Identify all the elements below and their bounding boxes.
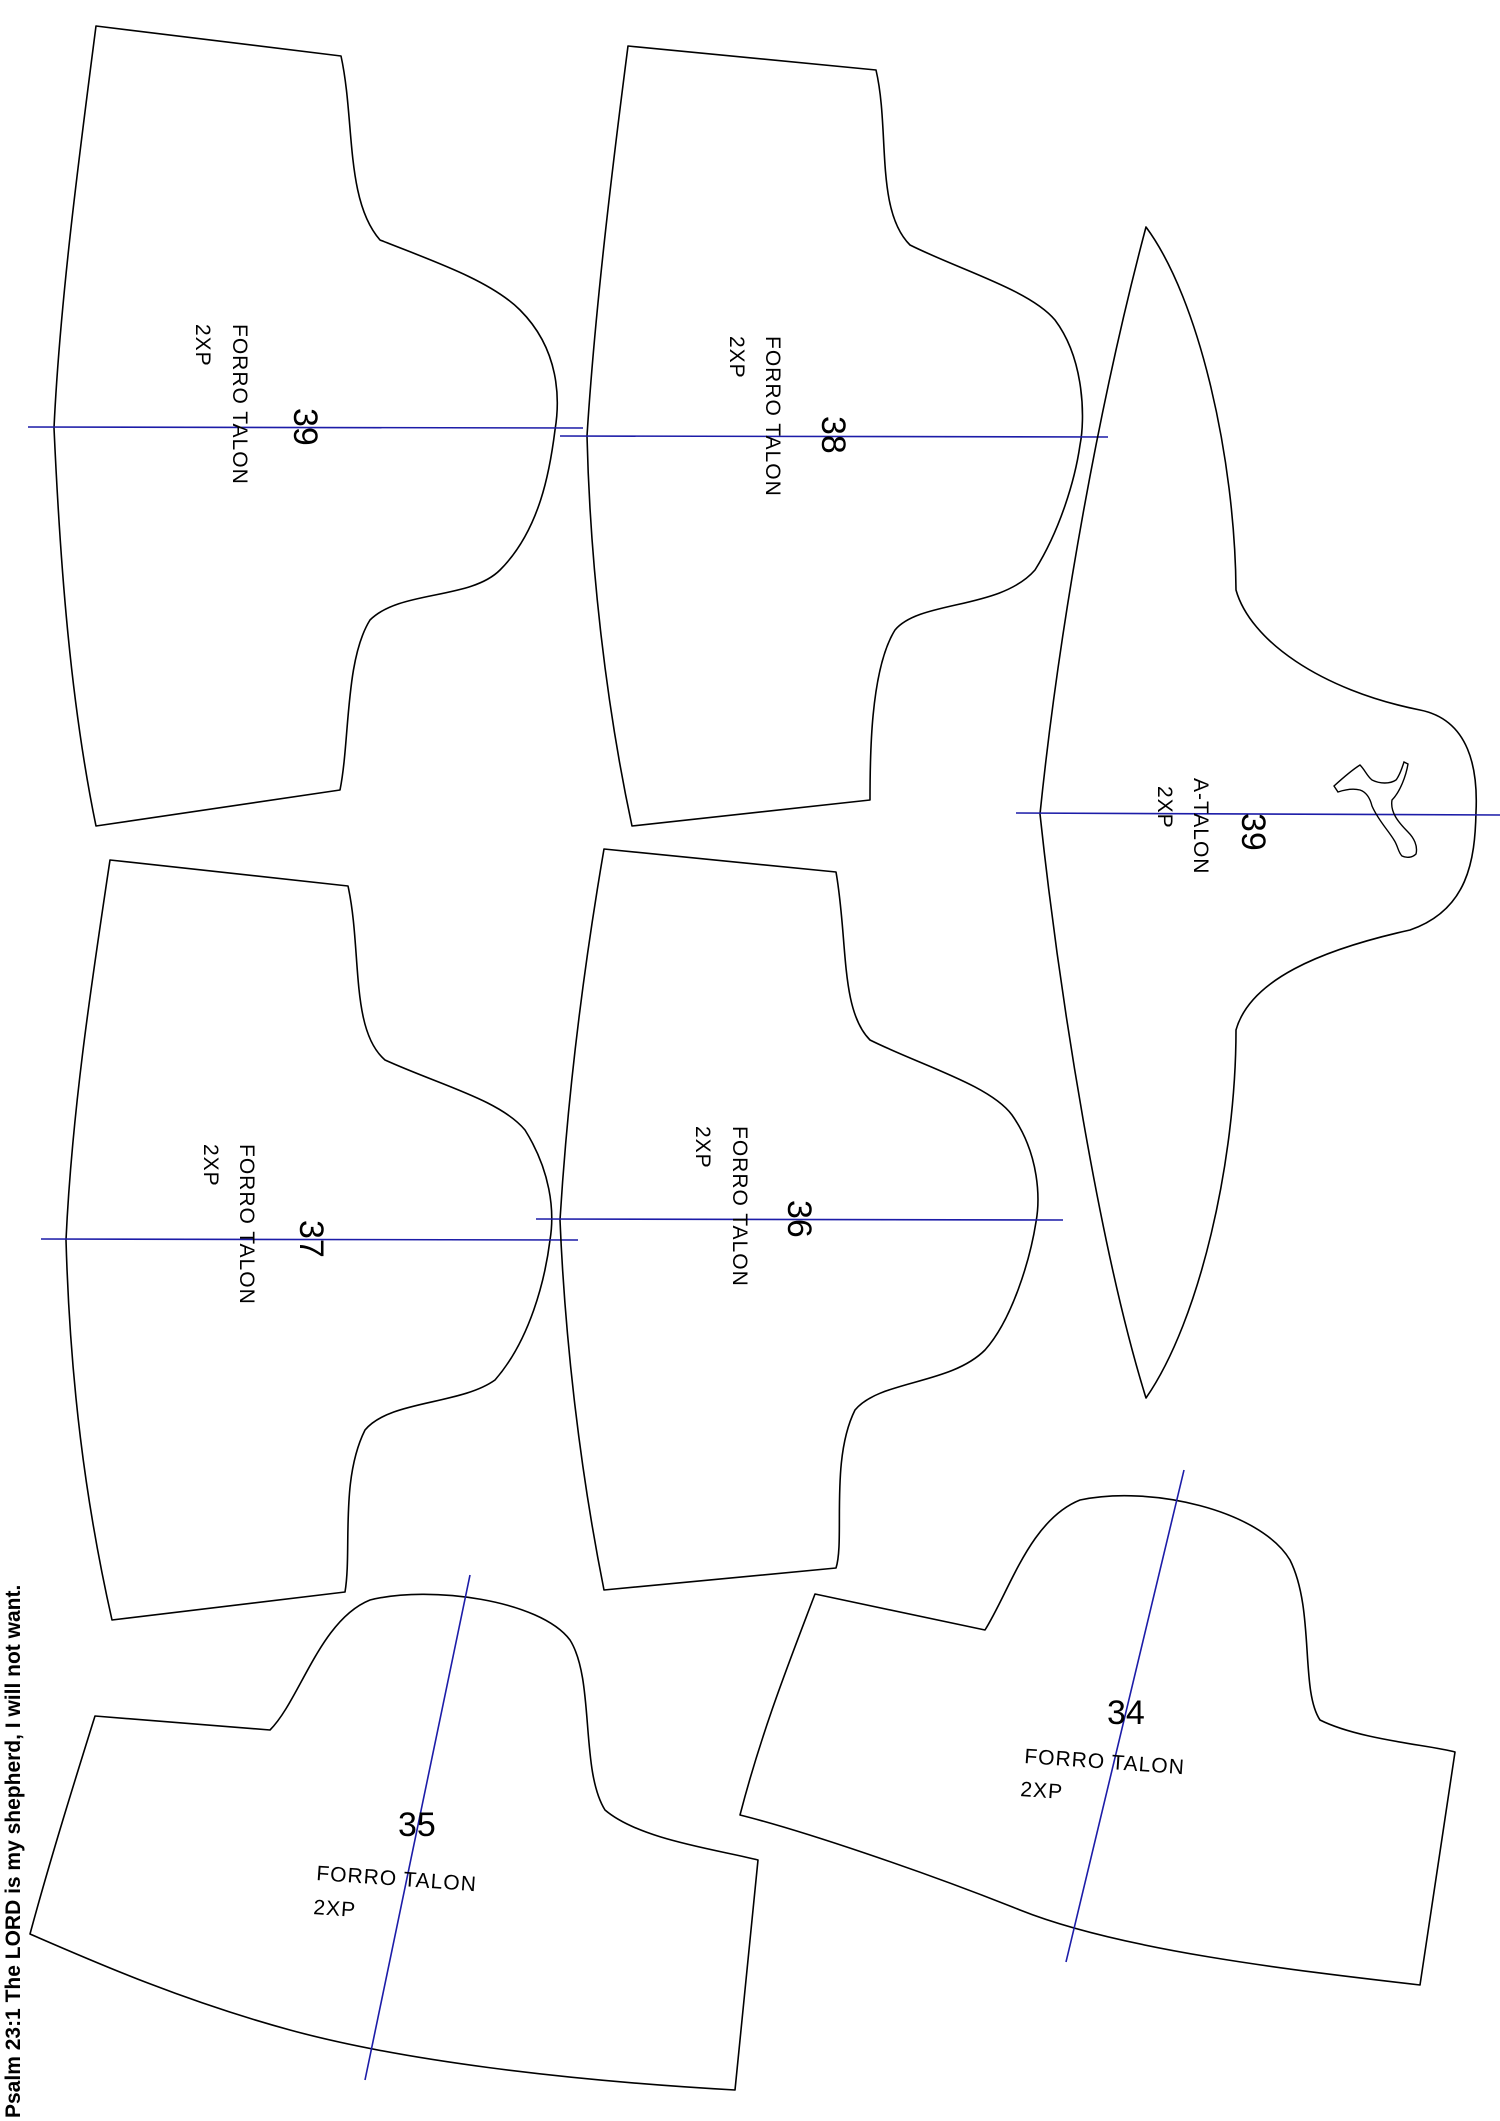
piece-36-forro-talon: 36 FORRO TALON 2XP bbox=[535, 848, 1064, 1591]
piece-name: FORRO TALON bbox=[235, 1144, 258, 1305]
grain-line bbox=[1065, 1469, 1185, 1963]
piece-quantity: 2XP bbox=[1153, 786, 1176, 829]
puma-cat-icon bbox=[1333, 761, 1418, 859]
piece-name: FORRO TALON bbox=[761, 336, 784, 497]
grain-line bbox=[364, 1574, 471, 2081]
piece-name: FORRO TALON bbox=[228, 324, 251, 485]
piece-39-forro-outline bbox=[53, 25, 559, 827]
piece-quantity: 2XP bbox=[313, 1896, 357, 1922]
grain-line bbox=[559, 435, 1109, 438]
size-number: 38 bbox=[814, 416, 852, 454]
piece-35-forro-talon: 35 FORRO TALON 2XP bbox=[29, 1574, 759, 2091]
piece-39-a-talon: 39 A-TALON 2XP bbox=[1015, 226, 1500, 1399]
piece-name: FORRO TALON bbox=[316, 1862, 478, 1896]
piece-quantity: 2XP bbox=[191, 324, 214, 367]
size-number: 37 bbox=[292, 1220, 330, 1258]
grain-line bbox=[1015, 812, 1500, 816]
piece-quantity: 2XP bbox=[1020, 1778, 1064, 1804]
size-number: 39 bbox=[286, 408, 324, 446]
piece-35-forro-outline bbox=[29, 1593, 759, 2091]
piece-39-a-talon-outline bbox=[1039, 226, 1478, 1399]
size-number: 34 bbox=[1107, 1694, 1145, 1732]
piece-39-forro-talon: 39 FORRO TALON 2XP bbox=[27, 25, 584, 827]
piece-quantity: 2XP bbox=[725, 336, 748, 379]
grain-line bbox=[535, 1218, 1064, 1221]
piece-37-forro-outline bbox=[65, 859, 553, 1621]
piece-34-forro-outline bbox=[739, 1494, 1456, 1986]
size-number: 39 bbox=[1234, 813, 1272, 851]
grain-line bbox=[27, 426, 584, 429]
piece-34-forro-talon: 34 FORRO TALON 2XP bbox=[739, 1469, 1456, 1986]
size-number: 36 bbox=[780, 1200, 818, 1238]
piece-name: A-TALON bbox=[1189, 778, 1212, 874]
piece-36-forro-outline bbox=[559, 848, 1039, 1591]
verse-text: Psalm 23:1 The LORD is my shepherd, I wi… bbox=[2, 1585, 25, 2118]
piece-name: FORRO TALON bbox=[1024, 1745, 1186, 1779]
piece-quantity: 2XP bbox=[691, 1126, 714, 1169]
piece-37-forro-talon: 37 FORRO TALON 2XP bbox=[40, 859, 579, 1621]
piece-name: FORRO TALON bbox=[728, 1126, 751, 1287]
piece-38-forro-talon: 38 FORRO TALON 2XP bbox=[559, 45, 1109, 827]
grain-line bbox=[40, 1238, 579, 1241]
size-number: 35 bbox=[398, 1806, 436, 1844]
piece-quantity: 2XP bbox=[199, 1144, 222, 1187]
